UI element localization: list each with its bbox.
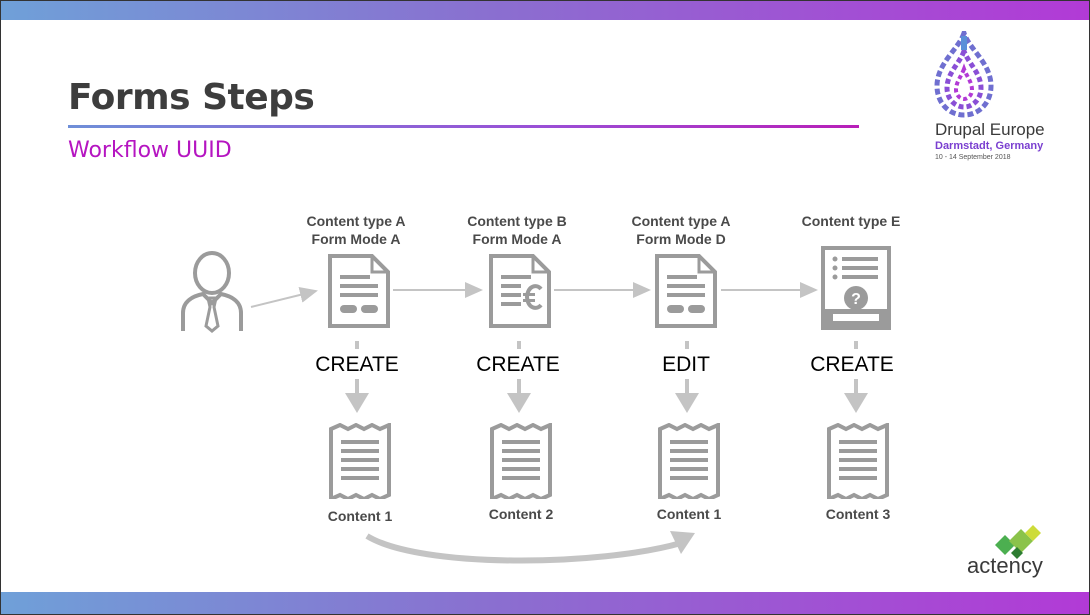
- step-1-content-type: Content type A: [306, 213, 406, 229]
- step-3-form-mode: Form Mode D: [636, 231, 726, 247]
- actency-logo-text: actency: [967, 553, 1043, 578]
- euro-document-icon: [489, 254, 551, 328]
- drupal-europe-dates: 10 - 14 September 2018: [935, 154, 1011, 161]
- step-2-action: CREATE: [476, 353, 560, 376]
- top-gradient-bar: [1, 1, 1089, 20]
- user-icon: [181, 251, 243, 333]
- step-1-down-arrow: [345, 341, 369, 413]
- step-2-content-label: Content 2: [488, 506, 554, 522]
- bottom-gradient-bar: [1, 592, 1089, 614]
- step-2-down-arrow: [507, 341, 531, 413]
- step-2-form-mode: Form Mode A: [472, 231, 562, 247]
- step-3-down-arrow: [675, 341, 699, 413]
- content-document-icon: [490, 423, 552, 499]
- content-document-icon: [827, 423, 889, 499]
- drupal-europe-location: Darmstadt, Germany: [935, 140, 1044, 152]
- step-3-action: EDIT: [662, 353, 710, 376]
- step-1-form-mode: Form Mode A: [311, 231, 401, 247]
- title-underline: [68, 125, 859, 128]
- form-document-icon: [655, 254, 717, 328]
- step-2-type-label: Content type B Form Mode A: [452, 212, 582, 248]
- step-4-type-label: Content type E: [786, 212, 916, 230]
- step-3-content-type: Content type A: [631, 213, 731, 229]
- step-4-action: CREATE: [810, 353, 894, 376]
- step-4-content-label: Content 3: [825, 506, 891, 522]
- step-3-type-label: Content type A Form Mode D: [616, 212, 746, 248]
- step-3-content-label: Content 1: [656, 506, 722, 522]
- step-1-content-label: Content 1: [327, 508, 393, 524]
- drupal-europe-drop-icon: [934, 31, 994, 118]
- drupal-europe-title: Drupal Europe: [935, 120, 1045, 139]
- slide-subtitle: Workflow UUID: [68, 138, 232, 163]
- content-document-icon: [658, 423, 720, 499]
- slide-title: Forms Steps: [68, 77, 315, 118]
- actency-logo-icon: [995, 525, 1041, 559]
- svg-text:?: ?: [851, 291, 861, 308]
- step-2-content-type: Content type B: [467, 213, 567, 229]
- step-4-down-arrow: [844, 341, 868, 413]
- step-1-action: CREATE: [315, 353, 399, 376]
- question-document-icon: ?: [821, 246, 891, 330]
- form-document-icon: [328, 254, 390, 328]
- step-4-content-type: Content type E: [801, 213, 901, 229]
- content-document-icon: [329, 423, 391, 499]
- step-1-type-label: Content type A Form Mode A: [291, 212, 421, 248]
